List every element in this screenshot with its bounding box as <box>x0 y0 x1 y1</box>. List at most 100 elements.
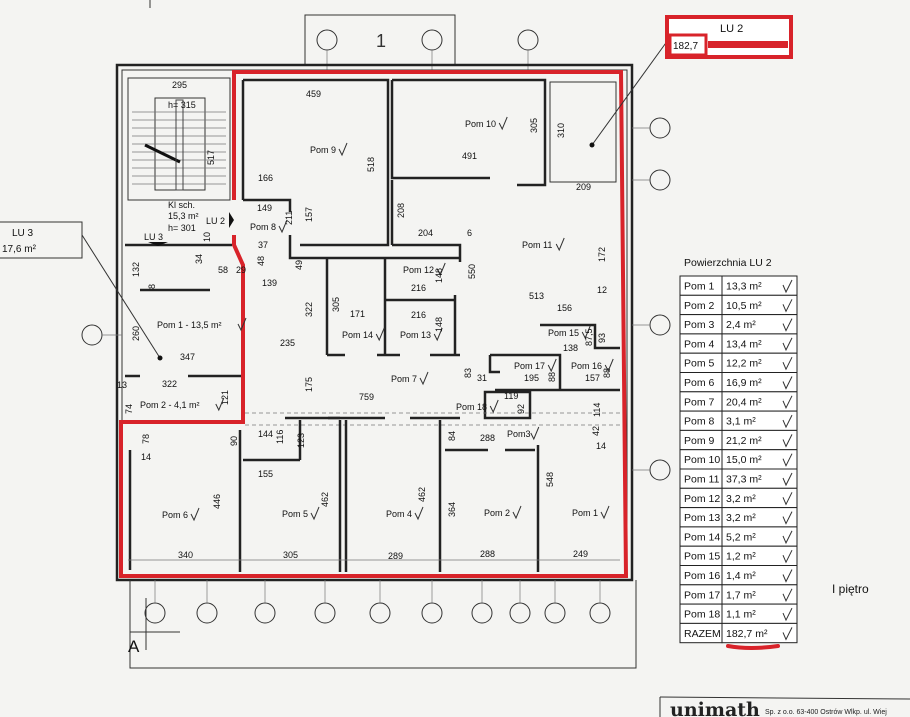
check-mark <box>782 472 793 487</box>
room-label: Pom 4 <box>386 509 412 519</box>
check-mark <box>782 434 793 448</box>
table-area: 2,4 m² <box>726 319 756 331</box>
table-room: Pom 11 <box>684 474 720 486</box>
dimension-label: 74 <box>124 404 134 414</box>
dimension-label: 42 <box>591 426 601 436</box>
room-label: Pom 6 <box>162 510 188 520</box>
dimension-label: 310 <box>556 123 566 138</box>
room-label: Pom 12 <box>403 265 434 275</box>
dimension-label: 289 <box>388 551 403 561</box>
check-mark <box>782 627 793 641</box>
table-room: Pom 10 <box>684 454 720 466</box>
dimension-label: 58 <box>218 265 228 275</box>
table-title: Powierzchnia LU 2 <box>684 257 772 269</box>
check-mark <box>782 337 793 352</box>
check-mark <box>782 607 793 622</box>
dimension-label: 491 <box>462 151 477 161</box>
table-area: 16,9 m² <box>726 377 762 389</box>
table-area: 182,7 m² <box>726 628 768 640</box>
table-room: Pom 16 <box>684 570 720 582</box>
column-marker <box>649 117 671 139</box>
dimension-label: 195 <box>524 373 539 383</box>
table-room: Pom 1 <box>684 281 715 293</box>
top-annex: 1 <box>304 14 539 72</box>
dimension-label: 172 <box>597 247 607 262</box>
lu2-callout: LU 2 182,7 <box>589 15 793 148</box>
check-mark <box>436 262 446 277</box>
table-area: 15,0 m² <box>726 454 762 466</box>
table-area: 3,1 m² <box>726 416 756 428</box>
table-room: Pom 12 <box>684 493 720 505</box>
dimension-label: 14 <box>141 452 151 462</box>
dimension-label: 249 <box>573 549 588 559</box>
room-label: Pom 16 <box>571 361 602 371</box>
room-label: Pom 1 - 13,5 m² <box>157 320 222 330</box>
column-marker <box>144 602 166 624</box>
dimension-label: 305 <box>283 550 298 560</box>
check-mark <box>782 376 793 390</box>
table-area: 10,5 m² <box>726 300 762 312</box>
dimension-label: 322 <box>162 379 177 389</box>
dimension-label: 295 <box>172 80 187 90</box>
dimension-label: 175 <box>304 377 314 392</box>
column-marker <box>81 324 103 346</box>
dimension-label: 88 <box>547 372 557 382</box>
dimension-label: 235 <box>280 338 295 348</box>
check-mark <box>375 327 385 342</box>
door-label-lu2: LU 2 <box>206 216 225 226</box>
room-label: Pom 5 <box>282 509 308 519</box>
check-mark <box>555 237 565 252</box>
dimension-label: 550 <box>467 264 477 279</box>
room-label: Pom 1 <box>572 508 598 518</box>
column-marker <box>314 602 336 624</box>
column-marker <box>649 314 671 336</box>
dimension-label: 208 <box>396 203 406 218</box>
dimension-label: 78 <box>141 434 151 444</box>
column-marker <box>369 602 391 624</box>
dimension-label: 157 <box>304 207 314 222</box>
dimension-label: 216 <box>411 283 426 293</box>
dimension-label: 364 <box>447 502 457 517</box>
check-mark <box>419 371 429 386</box>
dimension-label: 6 <box>467 228 472 238</box>
dimension-label: 156 <box>557 303 572 313</box>
dimension-label: 148 <box>434 317 444 332</box>
table-room: Pom 5 <box>684 358 715 370</box>
dimension-label: 13 <box>117 380 127 390</box>
table-area: 1,1 m² <box>726 609 756 621</box>
table-area: 3,2 m² <box>726 512 756 524</box>
dimension-label: 139 <box>262 278 277 288</box>
check-mark <box>310 506 320 521</box>
dimension-label: 31 <box>477 373 487 383</box>
lu3-callout-area: 17,6 m² <box>2 244 37 255</box>
dimension-label: 83 <box>463 368 473 378</box>
room-label: Pom3 <box>507 429 531 439</box>
company-logo: unimath <box>670 699 760 717</box>
column-marker <box>421 602 443 624</box>
dimension-label: 92 <box>516 404 526 414</box>
column-marker <box>589 602 611 624</box>
dimension-label: 144 <box>258 429 273 439</box>
table-area: 1,2 m² <box>726 551 756 563</box>
check-mark <box>782 395 793 409</box>
room-label: Pom 11 <box>522 240 552 250</box>
axis-label: A <box>128 637 140 656</box>
check-mark <box>215 397 225 412</box>
check-mark <box>498 116 508 131</box>
walls <box>115 63 634 582</box>
check-mark <box>600 505 610 520</box>
dimension-label: 157 <box>585 373 600 383</box>
dimension-label: 288 <box>480 433 495 443</box>
table-room: Pom 3 <box>684 319 715 331</box>
check-mark <box>782 279 793 294</box>
check-mark <box>338 142 348 157</box>
table-area: 21,2 m² <box>726 435 762 447</box>
lu3-callout-name: LU 3 <box>12 228 34 239</box>
